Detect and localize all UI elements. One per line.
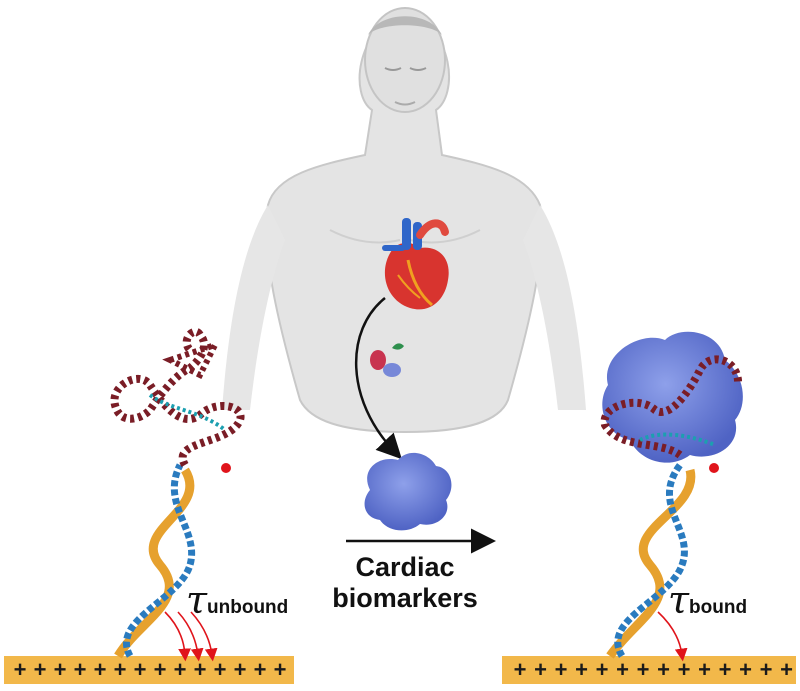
- plus-sign: +: [194, 657, 207, 682]
- tau-subscript: bound: [689, 597, 748, 618]
- right-aptamer-bound: [600, 331, 743, 473]
- plus-sign: +: [114, 657, 127, 682]
- plus-sign: +: [514, 657, 527, 682]
- plus-sign: +: [739, 657, 752, 682]
- plus-sign: +: [34, 657, 47, 682]
- left-dna-helix: [114, 463, 196, 659]
- plus-sign: +: [154, 657, 167, 682]
- protein-biomarker-icon: [364, 452, 452, 531]
- plus-sign: +: [254, 657, 267, 682]
- tau-bound-label: τbound: [668, 578, 747, 622]
- plus-sign: +: [637, 657, 650, 682]
- plus-sign: +: [214, 657, 227, 682]
- small-biomarkers-icon: [370, 343, 404, 377]
- bound-electron-transfer-arrow: [657, 611, 688, 662]
- plus-sign: +: [760, 657, 773, 682]
- plus-sign: +: [94, 657, 107, 682]
- left-electrode-plus-signs: + + + + + + + + + + + + + +: [14, 657, 287, 682]
- plus-sign: +: [74, 657, 87, 682]
- right-dna-helix: [606, 462, 696, 659]
- left-electrode: + + + + + + + + + + + + + +: [4, 656, 294, 684]
- left-aptamer: [110, 327, 245, 473]
- plus-sign: +: [780, 657, 793, 682]
- tau-symbol: τ: [186, 578, 208, 622]
- plus-sign: +: [596, 657, 609, 682]
- plus-sign: +: [719, 657, 732, 682]
- plus-sign: +: [678, 657, 691, 682]
- right-electrode: + + + + + + + + + + + + + +: [502, 656, 796, 684]
- plus-sign: +: [555, 657, 568, 682]
- unbound-electron-transfer-arrows: [164, 611, 218, 662]
- plus-sign: +: [616, 657, 629, 682]
- plus-sign: +: [274, 657, 287, 682]
- plus-sign: +: [134, 657, 147, 682]
- cardiac-biomarkers-label: Cardiac biomarkers: [310, 552, 500, 614]
- plus-sign: +: [14, 657, 27, 682]
- plus-sign: +: [657, 657, 670, 682]
- tau-subscript: unbound: [207, 597, 289, 618]
- plus-sign: +: [698, 657, 711, 682]
- tau-unbound-label: τunbound: [186, 578, 288, 622]
- plus-sign: +: [54, 657, 67, 682]
- plus-sign: +: [174, 657, 187, 682]
- heart-icon: [382, 218, 449, 310]
- secretion-arrow: [355, 297, 402, 460]
- right-electrode-plus-signs: + + + + + + + + + + + + + +: [514, 657, 793, 682]
- label-line-2: biomarkers: [332, 583, 478, 613]
- tau-symbol: τ: [668, 578, 690, 622]
- plus-sign: +: [575, 657, 588, 682]
- plus-sign: +: [534, 657, 547, 682]
- plus-sign: +: [234, 657, 247, 682]
- label-line-1: Cardiac: [355, 552, 455, 582]
